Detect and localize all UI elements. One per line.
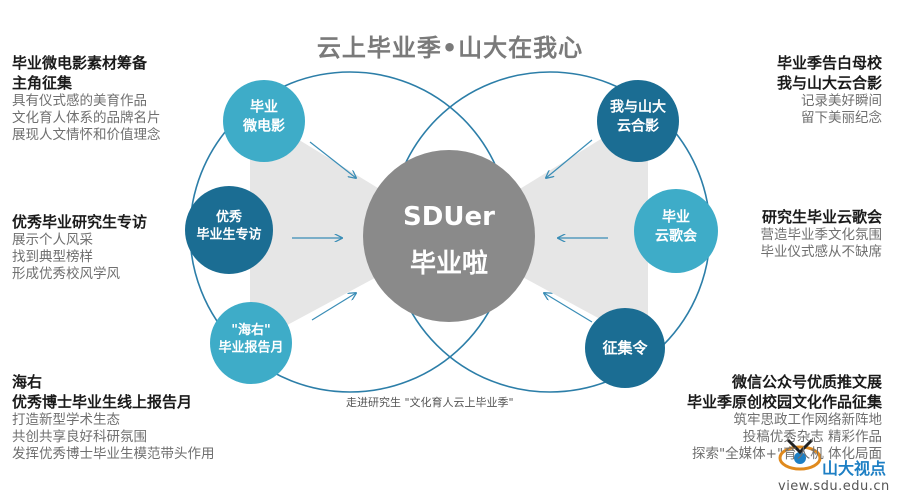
left-block-3: 海右 优秀博士毕业生线上报告月 打造新型学术生态 共创共享良好科研氛围 发挥优秀…: [12, 372, 215, 463]
arrow-top-left: [309, 141, 356, 178]
right-block-3-line-3: 探索"全媒体+"育人机 体化局面: [691, 446, 882, 462]
node-zhuanfang: [185, 186, 273, 274]
node-zhengjiling-label: 征集令: [602, 339, 648, 357]
node-label-line: 微电影: [242, 117, 285, 134]
left-block-1-head-2: 主角征集: [12, 74, 73, 92]
node-weidianying: [223, 80, 305, 162]
left-block-3-head-1: 海右: [12, 373, 43, 391]
watermark-text: 山大视点: [822, 459, 887, 478]
node-label-line: 毕业: [250, 98, 278, 115]
left-block-2-line-2: 找到典型榜样: [12, 249, 93, 265]
right-block-2: 研究生毕业云歌会 营造毕业季文化氛围 毕业仪式感从不缺席: [761, 207, 883, 261]
right-block-1-head-1: 毕业季告白母校: [776, 54, 882, 72]
arrow-bottom-left: [311, 293, 356, 321]
node-heying: [597, 80, 679, 162]
left-block-3-head-2: 优秀博士毕业生线上报告月: [12, 393, 193, 411]
right-block-2-head-1: 研究生毕业云歌会: [761, 208, 882, 226]
left-block-2: 优秀毕业研究生专访 展示个人风采 找到典型榜样 形成优秀校风学风: [12, 212, 147, 283]
right-block-2-line-1: 营造毕业季文化氛围: [760, 227, 883, 243]
center-circle: [363, 150, 535, 322]
left-block-2-line-1: 展示个人风采: [12, 232, 93, 248]
node-zhengjiling: [585, 308, 665, 388]
node-weidianying-label: 毕业微电影: [242, 98, 285, 134]
right-block-1-line-1: 记录美好瞬间: [801, 93, 882, 109]
center-line2: 毕业啦: [410, 248, 488, 279]
right-block-1-line-2: 留下美丽纪念: [801, 110, 882, 126]
right-block-3-head-1: 微信公众号优质推文展: [731, 373, 882, 391]
node-zhuanfang-label: 优秀毕业生专访: [196, 209, 261, 243]
node-haiyou-label: "海右"毕业报告月: [218, 322, 283, 356]
node-label-line: 毕业报告月: [218, 339, 283, 355]
node-label-line: 毕业: [662, 208, 690, 225]
node-yungehui: [634, 189, 718, 273]
node-yungehui-label: 毕业云歌会: [655, 208, 698, 244]
node-label-line: 云合影: [617, 117, 659, 134]
node-label-line: 优秀: [216, 209, 243, 225]
left-block-1: 毕业微电影素材筹备 主角征集 具有仪式感的美育作品 文化育人体系的品牌名片 展现…: [12, 53, 161, 144]
right-block-1-head-2: 我与山大云合影: [776, 74, 882, 92]
arrow-bottom-right: [544, 293, 593, 323]
left-wedge: [250, 110, 455, 345]
left-block-1-line-3: 展现人文情怀和价值理念: [12, 127, 161, 143]
bottom-caption: 走进研究生 "文化育人云上毕业季": [346, 396, 514, 409]
node-label-line: 毕业生专访: [196, 226, 261, 242]
right-block-3-line-2: 投稿优秀杂志 精彩作品: [742, 429, 882, 445]
right-block-1: 毕业季告白母校 我与山大云合影 记录美好瞬间 留下美丽纪念: [777, 53, 882, 127]
left-block-1-line-1: 具有仪式感的美育作品: [12, 93, 147, 109]
watermark-logo-icon: [778, 438, 822, 471]
node-label-line: 我与山大: [610, 98, 666, 115]
left-block-1-line-2: 文化育人体系的品牌名片: [12, 110, 161, 126]
node-haiyou: [210, 302, 292, 384]
right-block-2-line-2: 毕业仪式感从不缺席: [760, 244, 883, 260]
node-label-line: 征集令: [602, 339, 648, 357]
node-label-line: 云歌会: [655, 227, 698, 244]
left-block-2-head-1: 优秀毕业研究生专访: [12, 213, 148, 231]
left-block-1-head-1: 毕业微电影素材筹备: [12, 54, 148, 72]
right-block-3: 微信公众号优质推文展 毕业季原创校园文化作品征集 筑牢思政工作网络新阵地 投稿优…: [687, 372, 882, 463]
center-line1: SDUer: [403, 202, 495, 232]
right-wedge: [445, 110, 648, 345]
node-label-line: "海右": [231, 322, 271, 338]
left-block-2-line-3: 形成优秀校风学风: [12, 266, 120, 282]
right-block-3-head-2: 毕业季原创校园文化作品征集: [686, 393, 882, 411]
right-block-3-line-1: 筑牢思政工作网络新阵地: [733, 412, 883, 428]
arrow-top-right: [546, 139, 593, 178]
page-title: 云上毕业季•山大在我心: [316, 34, 584, 62]
left-block-3-line-2: 共创共享良好科研氛围: [12, 429, 147, 445]
node-heying-label: 我与山大云合影: [610, 98, 666, 134]
left-block-3-line-3: 发挥优秀博士毕业生模范带头作用: [12, 446, 215, 462]
left-block-3-line-1: 打造新型学术生态: [12, 412, 120, 428]
watermark-url: view.sdu.edu.cn: [778, 479, 890, 494]
